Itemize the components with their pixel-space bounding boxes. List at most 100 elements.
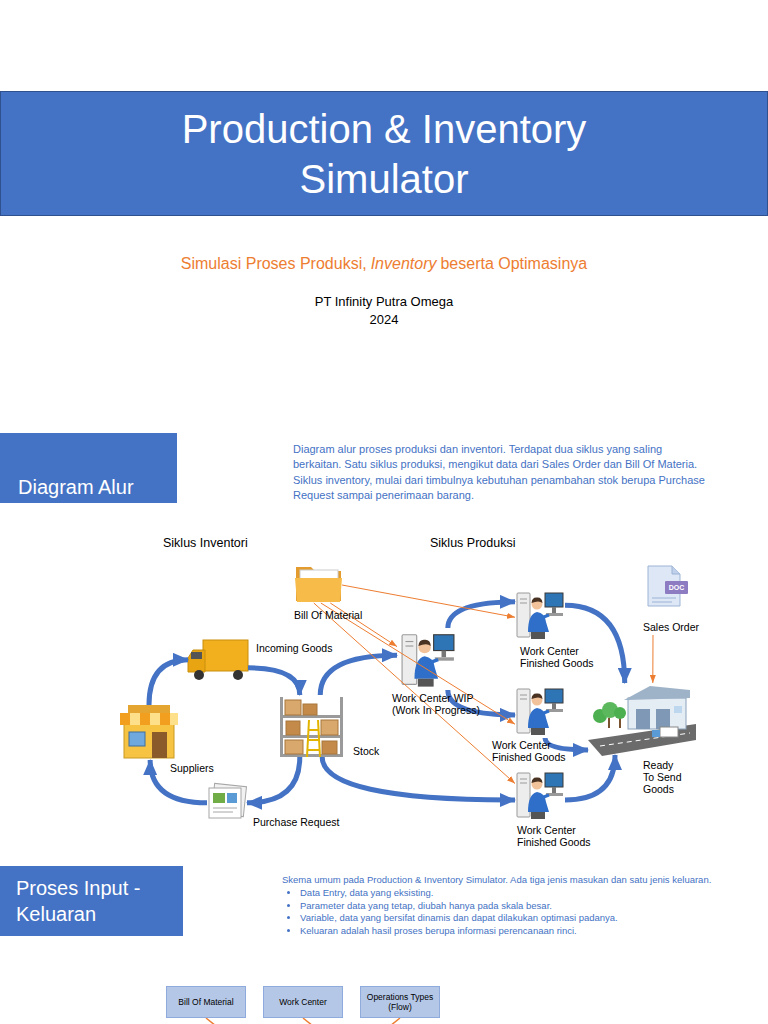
flow-arrow	[565, 755, 615, 800]
leader-line	[390, 1018, 400, 1024]
node-label: Stock	[353, 745, 379, 757]
truck-icon	[194, 670, 204, 680]
company-name: PT Infinity Putra Omega	[0, 294, 768, 310]
node-label: Incoming Goods	[256, 642, 332, 654]
description-text: Diagram alur proses produksi dan invento…	[293, 442, 708, 503]
warehouse-icon	[656, 709, 670, 729]
store-node: Suppliers	[120, 705, 178, 760]
bullet-item: Data Entry, data yang eksisting.	[300, 887, 768, 900]
leader-line	[303, 1018, 313, 1024]
shelves-icon	[286, 721, 300, 735]
bullet-item: Parameter data yang tetap, diubah hanya …	[300, 900, 768, 913]
node-label: Purchase Request	[253, 816, 339, 828]
papers-icon	[209, 788, 241, 818]
store-icon	[129, 732, 145, 746]
title-banner: Production & Inventory Simulator	[0, 91, 768, 216]
flow-arrow	[322, 757, 515, 800]
shelves-node: Stock	[278, 695, 344, 757]
store-icon	[120, 705, 178, 758]
node-label: Work Center Finished Goods	[517, 824, 599, 848]
warehouse-icon	[636, 709, 650, 729]
truck-icon	[191, 652, 202, 659]
data-arrow	[314, 603, 515, 784]
flow-arrow	[320, 655, 397, 695]
shelves-icon	[308, 739, 319, 741]
store-icon	[160, 713, 170, 725]
node-label: Suppliers	[170, 762, 214, 774]
warehouse-node: Ready To Send Goods	[588, 683, 696, 755]
store-icon	[140, 713, 150, 725]
document-icon	[648, 566, 688, 606]
leader-line	[206, 1018, 400, 1024]
document-icon	[652, 602, 672, 603]
document-node: Sales Order	[645, 565, 685, 635]
shelves-icon	[321, 720, 338, 735]
shelves-icon	[280, 697, 283, 757]
document-icon	[665, 581, 688, 594]
workstation-node: Work Center Finished Goods	[515, 587, 565, 642]
folder-icon	[295, 578, 342, 602]
shelves-icon	[285, 700, 301, 715]
store-icon	[124, 724, 174, 758]
cycle-heading: Siklus Produksi	[430, 536, 515, 551]
warehouse-icon	[652, 730, 660, 737]
shelves-icon	[308, 749, 320, 751]
bullet-list: Data Entry, data yang eksisting.Paramete…	[282, 887, 768, 937]
papers-icon	[209, 783, 246, 818]
truck-node: Incoming Goods	[188, 638, 248, 680]
workstation-icon	[517, 689, 563, 735]
node-label: Bill Of Material	[178, 997, 233, 1007]
section-tab: Proses Input - Keluaran	[0, 866, 183, 936]
folder-icon	[295, 567, 342, 602]
bullet-item: Variable, data yang bersifat dinamis dan…	[300, 912, 768, 925]
workstation-node: Work Center WIP (Work In Progress)	[397, 628, 459, 690]
workstation-icon	[517, 773, 563, 819]
subtitle-text: beserta Optimasinya	[440, 255, 587, 272]
papers-node: Purchase Request	[207, 784, 247, 821]
store-icon	[152, 732, 167, 758]
warehouse-icon	[674, 706, 682, 713]
cycle-heading: Siklus Inventori	[163, 536, 248, 551]
flow-arrow	[545, 738, 588, 750]
workstation-icon	[517, 593, 563, 639]
shelves-icon	[308, 729, 319, 731]
papers-icon	[227, 793, 237, 803]
subtitle-text: Simulasi Proses Produksi,	[181, 255, 367, 272]
node-label: Sales Order	[643, 621, 699, 633]
section-tab: Diagram Alur	[0, 433, 177, 503]
subtitle-line: Simulasi Proses Produksi,Inventorybesert…	[0, 254, 768, 274]
shelves-icon	[280, 697, 343, 757]
papers-icon	[213, 793, 225, 803]
shelves-icon	[307, 720, 309, 757]
truck-icon	[203, 640, 248, 671]
truck-icon	[233, 670, 243, 680]
node-label: Proses Input - Keluaran	[16, 875, 181, 927]
store-icon	[128, 705, 170, 713]
badge-text: DOC	[665, 583, 688, 592]
store-icon	[150, 713, 160, 725]
warehouse-icon	[660, 727, 678, 737]
folder-icon	[296, 567, 341, 601]
store-icon	[130, 713, 140, 725]
truck-icon	[188, 640, 248, 680]
subtitle-text: Inventory	[371, 255, 437, 272]
warehouse-icon	[588, 686, 696, 756]
document-icon	[652, 598, 676, 599]
data-arrow	[321, 603, 515, 724]
flow-arrow	[149, 660, 188, 705]
flow-arrow	[565, 605, 625, 683]
warehouse-icon	[628, 698, 686, 729]
node-label: Work Center	[279, 997, 327, 1007]
title-text: Production & Inventory Simulator	[134, 104, 634, 204]
shelves-icon	[303, 704, 317, 715]
store-icon	[170, 713, 178, 725]
flow-arrow	[247, 757, 300, 803]
node-label: Operations Types (Flow)	[361, 992, 439, 1012]
bullet-item: Keluaran adalah hasil proses berupa info…	[300, 925, 768, 938]
papers-icon	[213, 812, 233, 813]
node-label: Work Center Finished Goods	[520, 645, 602, 669]
shelves-icon	[285, 740, 303, 754]
shelves-icon	[340, 697, 343, 757]
document-icon	[672, 566, 680, 574]
node-label: Ready To Send Goods	[643, 759, 685, 795]
